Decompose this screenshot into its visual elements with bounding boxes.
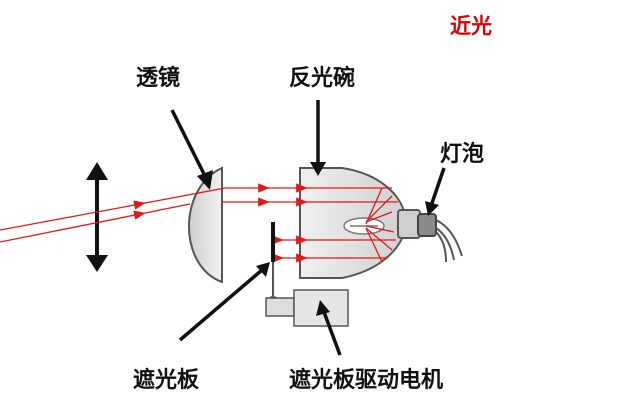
internal-rays (365, 187, 395, 263)
label-reflector: 反光碗 (289, 66, 356, 91)
label-bulb: 灯泡 (440, 142, 485, 167)
callout-arrow-bulb (425, 167, 446, 216)
output-rays (0, 187, 226, 243)
callout-arrow-lens (170, 109, 213, 190)
bulb-filament (343, 217, 385, 235)
mode-label: 近光 (450, 14, 492, 38)
lens-adjust-arrow (86, 162, 108, 272)
beam-rays (222, 183, 300, 263)
reflector-rays (296, 183, 398, 263)
callout-arrow-motor (316, 300, 342, 356)
label-lens: 透镜 (136, 66, 181, 91)
label-shield: 遮光板 (133, 368, 200, 393)
shield-plate (267, 222, 279, 308)
shield-motor (265, 289, 349, 327)
bulb-socket (397, 209, 463, 263)
callout-arrow-reflector (310, 100, 326, 176)
callout-arrow-shield (178, 262, 270, 342)
label-shield-motor: 遮光板驱动电机 (289, 368, 444, 393)
